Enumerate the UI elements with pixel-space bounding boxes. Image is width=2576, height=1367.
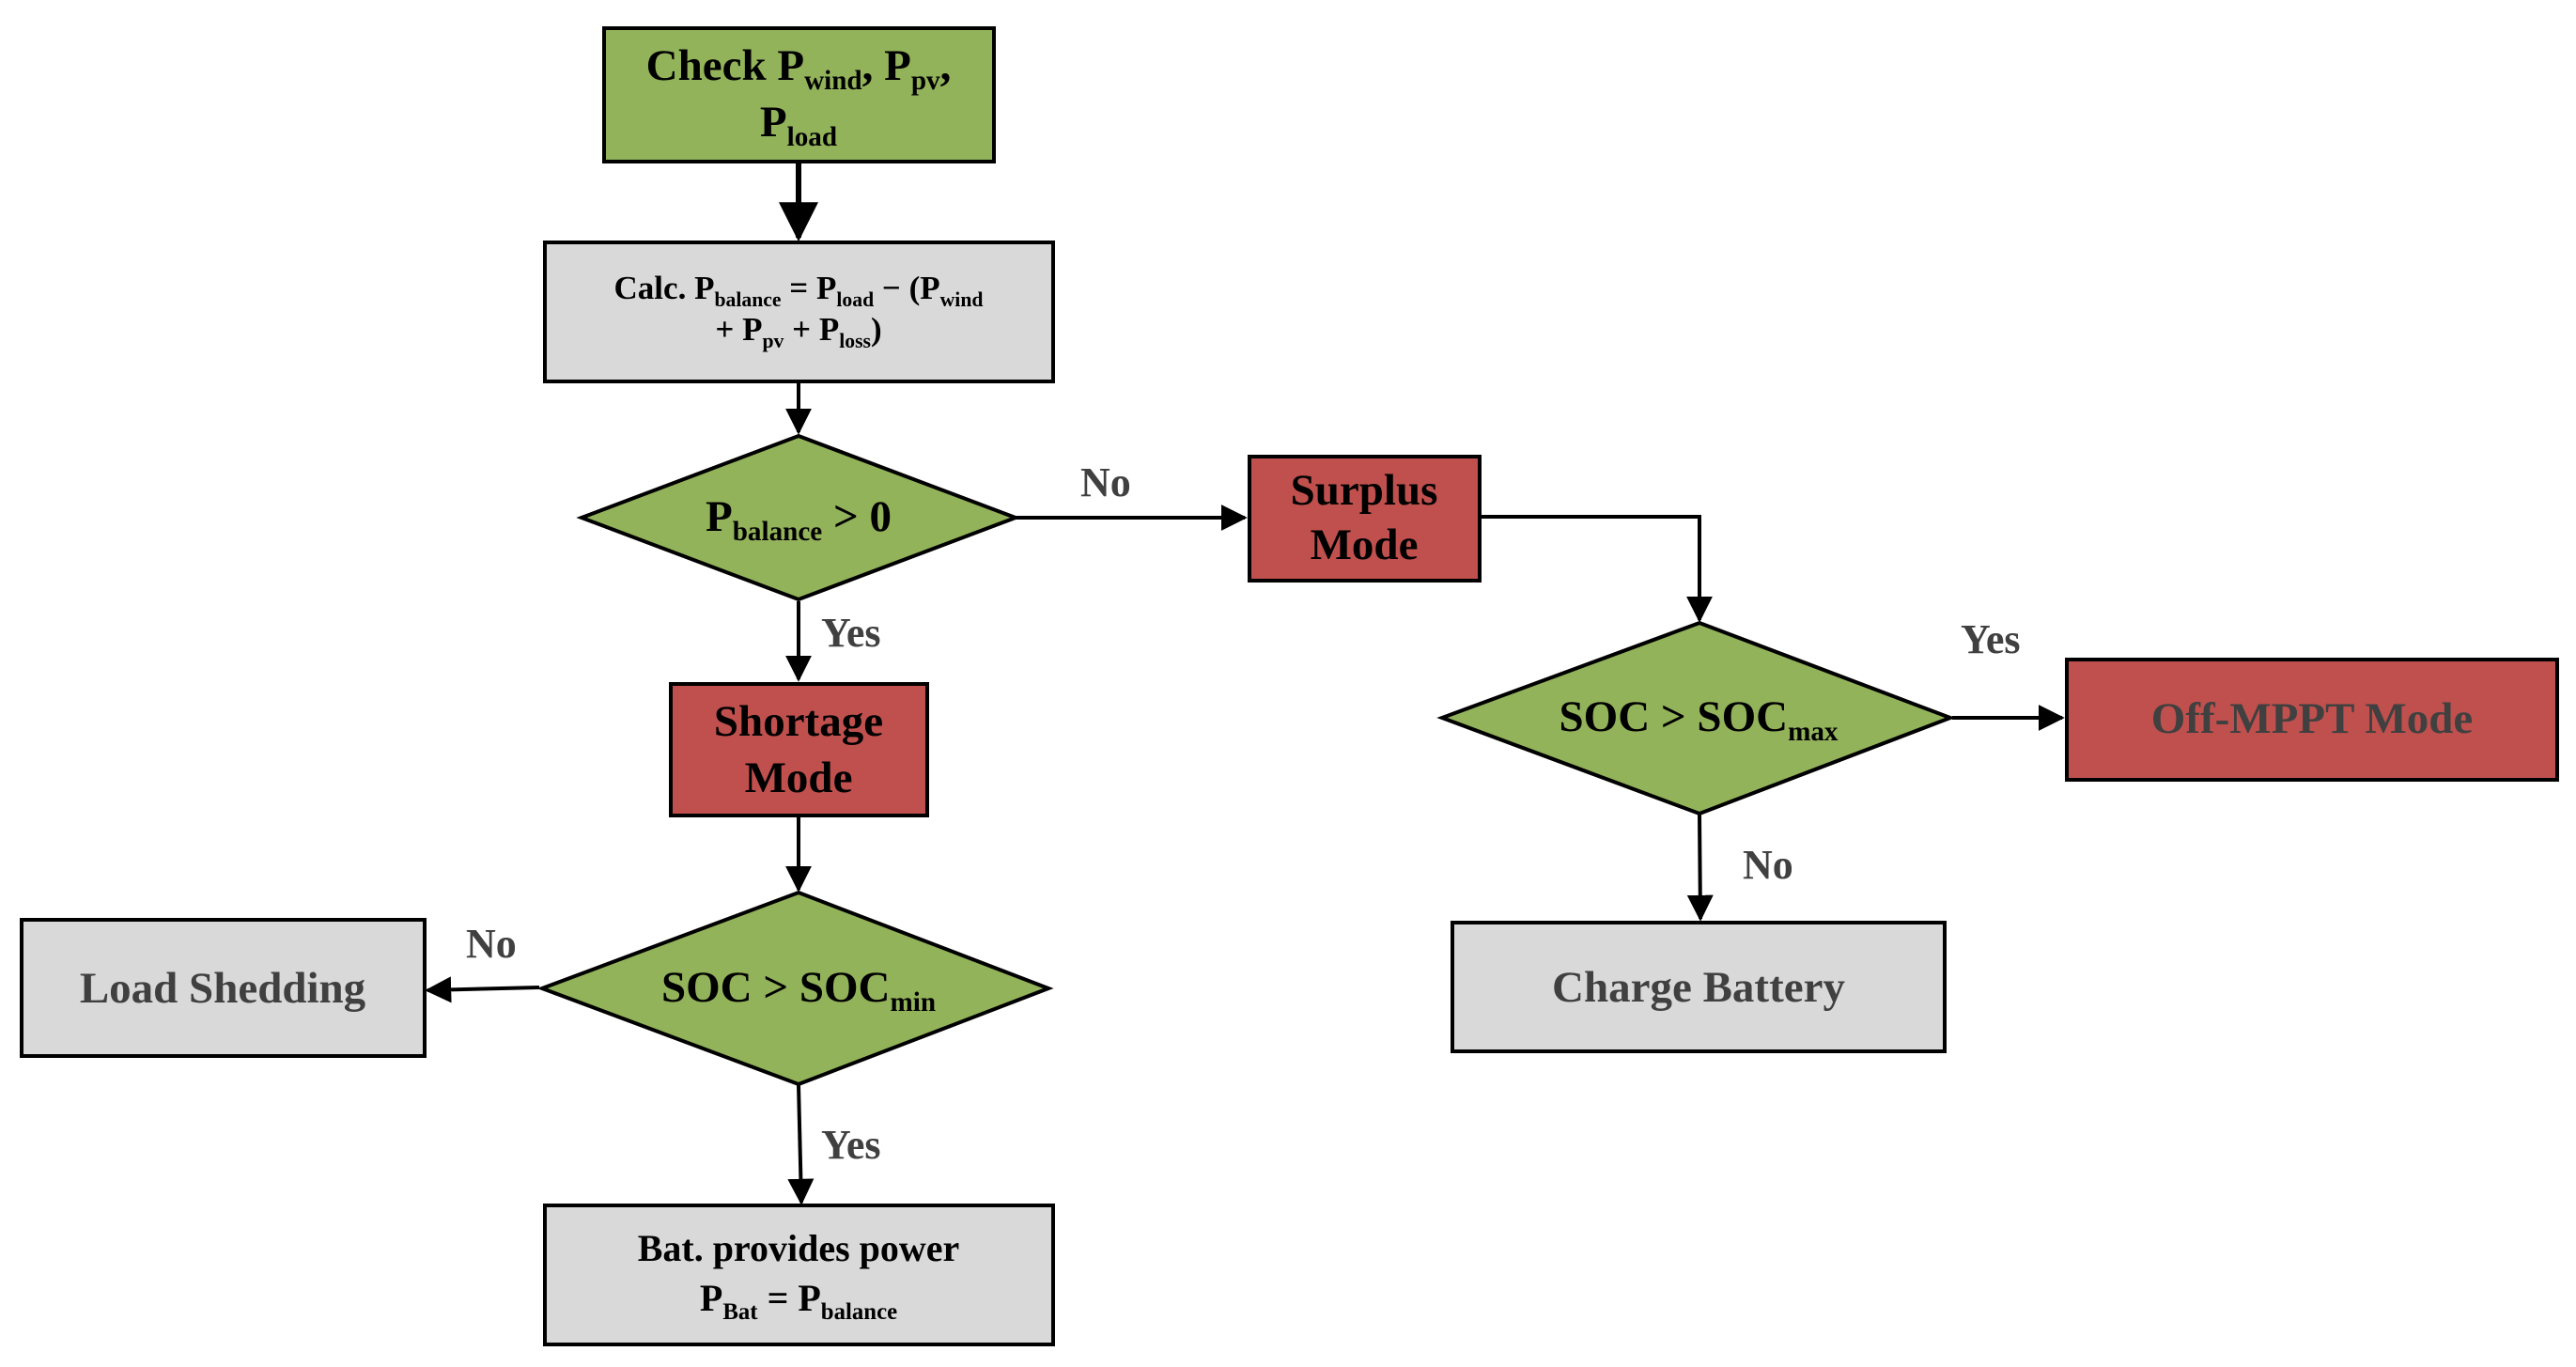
label-socmin-no: No — [466, 921, 517, 967]
decision-soc-max: SOC > SOCmax — [1436, 620, 1956, 816]
svg-text:Bat. provides power: Bat. provides power — [638, 1227, 960, 1269]
label-socmax-yes: Yes — [1961, 616, 2021, 662]
svg-text:PBat = Pbalance: PBat = Pbalance — [700, 1277, 897, 1325]
svg-text:Off-MPPT Mode: Off-MPPT Mode — [2151, 694, 2473, 743]
svg-text:Pload: Pload — [760, 98, 837, 152]
svg-text:Check Pwind, Ppv,: Check Pwind, Ppv, — [646, 41, 952, 96]
edge-socmax-to-charge — [1686, 814, 1714, 922]
battery-provides-power-box: Bat. provides power PBat = Pbalance — [543, 1204, 1055, 1346]
svg-text:SOC > SOCmax: SOC > SOCmax — [1560, 692, 1839, 747]
calc-balance-box: Calc. Pbalance = Pload − (Pwind + Ppv + … — [543, 241, 1055, 383]
svg-text:Pbalance > 0: Pbalance > 0 — [706, 492, 892, 547]
svg-text:Charge Battery: Charge Battery — [1552, 963, 1845, 1012]
label-socmin-yes: Yes — [821, 1122, 881, 1168]
svg-text:SOC > SOCmin: SOC > SOCmin — [661, 963, 936, 1017]
svg-text:Calc. Pbalance = Pload − (Pwin: Calc. Pbalance = Pload − (Pwind — [614, 270, 984, 311]
shortage-mode-box: Shortage Mode — [669, 682, 929, 817]
charge-battery-box: Charge Battery — [1451, 921, 1947, 1053]
load-shedding-box: Load Shedding — [20, 918, 427, 1058]
decision-balance: Pbalance > 0 — [576, 433, 1021, 602]
svg-text:+ Ppv + Ploss): + Ppv + Ploss) — [715, 311, 881, 352]
check-power-box: Check Pwind, Ppv, Pload — [602, 26, 996, 163]
label-balance-no: No — [1080, 459, 1131, 505]
edge-socmin-to-loadshedding — [425, 976, 540, 1003]
svg-text:Shortage: Shortage — [714, 697, 883, 746]
svg-text:Load Shedding: Load Shedding — [80, 964, 366, 1013]
decision-soc-min: SOC > SOCmin — [536, 890, 1054, 1087]
label-socmax-no: No — [1743, 842, 1793, 888]
svg-text:Mode: Mode — [1311, 520, 1419, 569]
svg-text:Surplus: Surplus — [1291, 466, 1438, 515]
off-mppt-mode-box: Off-MPPT Mode — [2065, 658, 2559, 782]
edge-socmin-to-bat — [787, 1084, 815, 1205]
surplus-mode-box: Surplus Mode — [1248, 455, 1482, 583]
svg-text:Mode: Mode — [745, 753, 853, 802]
label-balance-yes: Yes — [821, 610, 881, 656]
edge-surplus-to-socmax — [1479, 515, 1713, 623]
connectors — [425, 162, 2065, 1205]
